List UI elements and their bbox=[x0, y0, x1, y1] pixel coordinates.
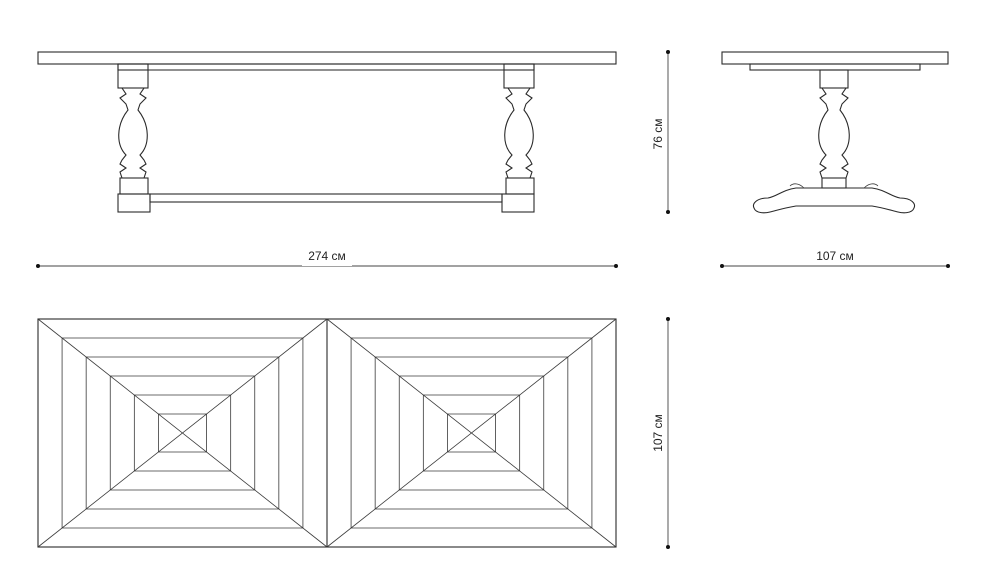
dim-top-depth: 107 см bbox=[651, 317, 670, 549]
depth-label: 107 см bbox=[816, 249, 854, 263]
dim-depth: 107 см bbox=[720, 249, 950, 268]
side-foot bbox=[752, 187, 916, 214]
top-panel-right bbox=[326, 318, 617, 548]
top-panel-left bbox=[37, 318, 328, 548]
dim-length: 274 см bbox=[36, 249, 618, 268]
top-view bbox=[37, 318, 617, 548]
height-label: 76 см bbox=[651, 119, 665, 150]
top-depth-label: 107 см bbox=[651, 414, 665, 452]
side-elevation bbox=[721, 51, 949, 214]
side-tabletop bbox=[721, 51, 949, 65]
stretcher bbox=[149, 193, 503, 203]
front-tabletop bbox=[37, 51, 617, 65]
side-apron bbox=[749, 63, 921, 71]
front-apron bbox=[117, 63, 535, 71]
dim-height: 76 см bbox=[651, 50, 670, 214]
right-leg bbox=[501, 63, 535, 213]
length-label: 274 см bbox=[308, 249, 346, 263]
front-elevation bbox=[37, 51, 617, 213]
left-leg bbox=[117, 63, 151, 213]
